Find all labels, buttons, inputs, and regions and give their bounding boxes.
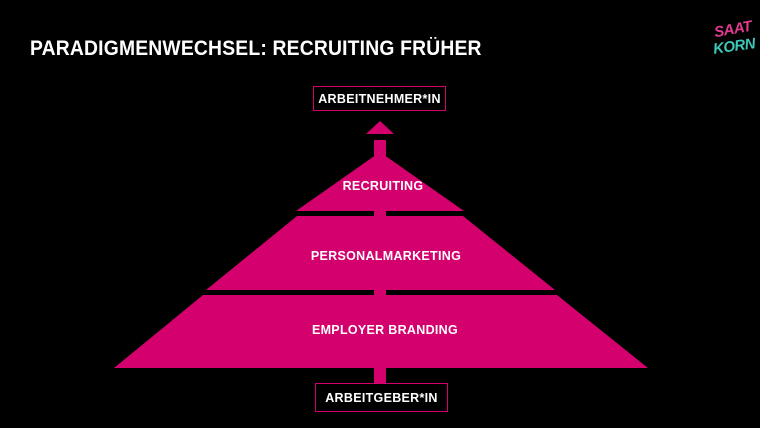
tier-label-employer-branding: EMPLOYER BRANDING [311,323,459,337]
employee-box: ARBEITNEHMER*IN [313,86,446,111]
tier-personalmarketing-shape [206,216,555,290]
tier-employer-branding-shape [114,295,648,368]
employer-box: ARBEITGEBER*IN [315,383,448,412]
slide-title: PARADIGMENWECHSEL: RECRUITING FRÜHER [30,37,482,60]
tier-recruiting-shape [296,152,464,211]
tier-label-personalmarketing: PERSONALMARKETING [310,249,462,263]
up-arrow-icon [366,121,394,134]
tier-label-recruiting: RECRUITING [342,179,424,193]
